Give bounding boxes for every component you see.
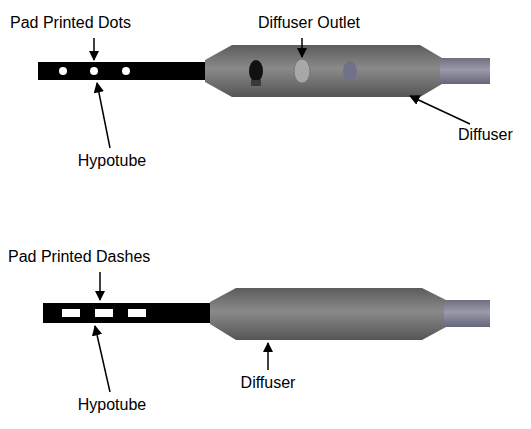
printed-dash <box>62 309 80 317</box>
printed-dot <box>122 67 130 75</box>
hypotube <box>43 303 215 323</box>
diffuser-outlet <box>251 80 261 86</box>
part-label: Diffuser Outlet <box>258 14 360 32</box>
part-label: Pad Printed Dashes <box>8 248 150 266</box>
part-label: Diffuser <box>241 374 296 392</box>
leader-arrow <box>97 83 110 148</box>
diffuser-tip <box>440 58 490 84</box>
leader-arrow <box>301 38 303 57</box>
diffuser-body <box>205 45 442 97</box>
printed-dash <box>95 309 113 317</box>
leader-lines <box>94 38 470 392</box>
part-label: Hypotube <box>78 396 147 414</box>
top-device <box>38 45 490 97</box>
leader-arrow <box>99 272 101 300</box>
printed-dot <box>59 67 67 75</box>
part-label: Pad Printed Dots <box>10 14 131 32</box>
leader-arrow <box>93 38 95 60</box>
leader-arrow <box>267 343 269 370</box>
part-label: Hypotube <box>78 152 147 170</box>
diffuser-outlet <box>343 61 357 81</box>
printed-dash <box>128 309 146 317</box>
part-label: Diffuser <box>458 126 513 144</box>
leader-arrow <box>410 96 470 124</box>
hypotube <box>38 62 210 80</box>
printed-dot <box>90 67 98 75</box>
diffuser-outlet <box>294 59 310 83</box>
diffuser-body <box>210 288 446 340</box>
diffuser-outlet <box>249 60 263 82</box>
bottom-device <box>43 288 490 340</box>
diffuser-tip <box>444 300 490 327</box>
leader-arrow <box>95 326 110 392</box>
